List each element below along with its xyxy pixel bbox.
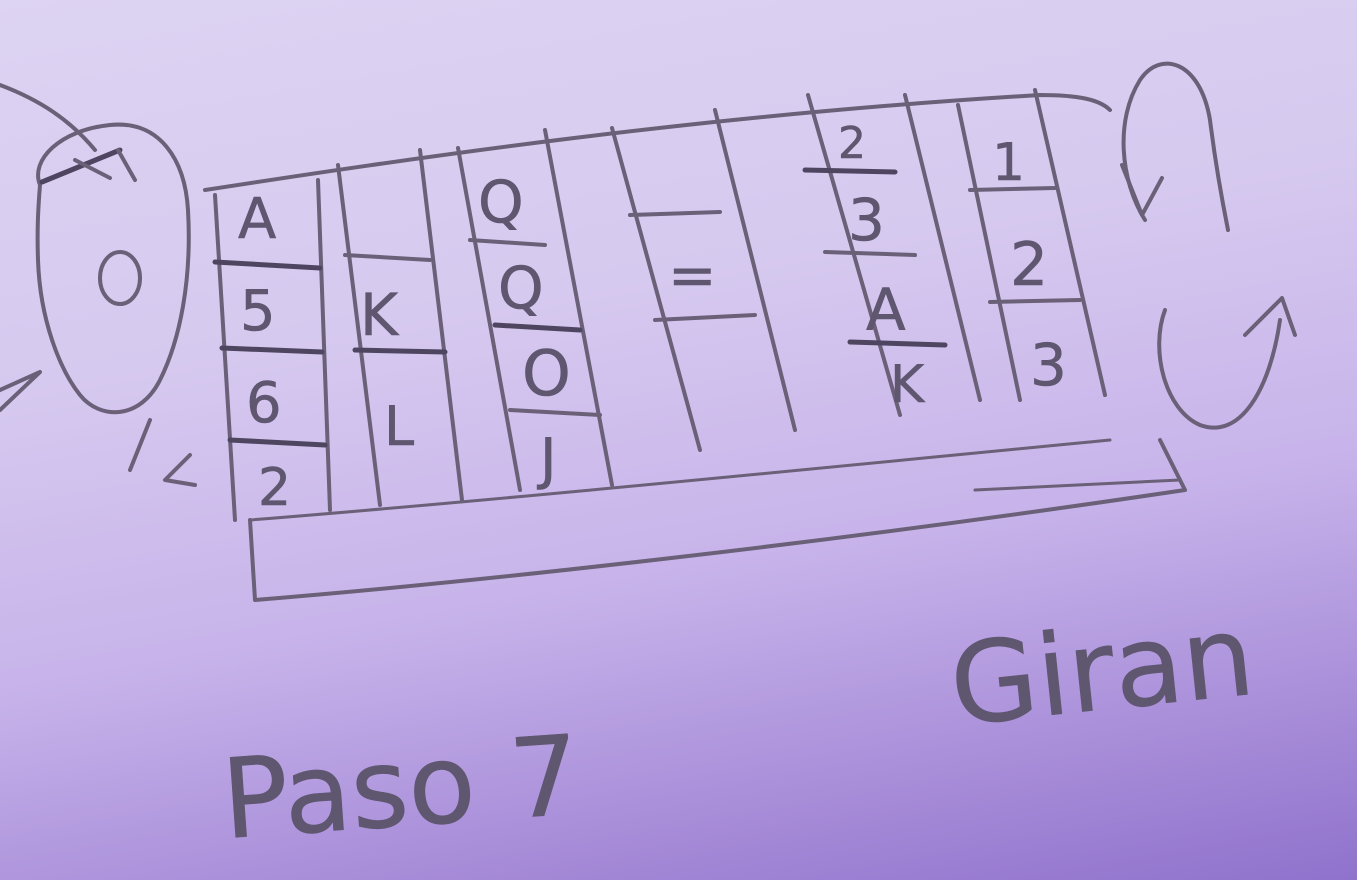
reel-3-symbol: J <box>537 427 557 492</box>
reel-columns <box>215 90 1105 520</box>
reel-3-symbol: Q <box>498 254 544 322</box>
reel-1-symbol: 2 <box>258 458 291 518</box>
step-label: Paso 7 <box>218 711 584 864</box>
reel-5-symbol: A <box>866 276 906 344</box>
reel-1-symbol: 5 <box>240 279 276 344</box>
reel-2-symbol: K <box>360 281 400 349</box>
reel-5: 2 3 A K <box>838 118 926 415</box>
reel-3-symbol: Q <box>478 168 524 236</box>
reel-5-symbol: 2 <box>838 118 866 169</box>
reel-1-symbol: A <box>238 187 276 252</box>
reel-2-symbol: L <box>384 395 414 458</box>
reel-1-symbol: 6 <box>246 371 282 436</box>
reel-5-symbol: 3 <box>848 186 885 254</box>
character-head-icon <box>0 85 195 485</box>
reel-3-symbol: O <box>522 337 571 410</box>
reel-6-symbol: 2 <box>1010 230 1048 300</box>
reel-6-symbol: 3 <box>1030 331 1067 399</box>
spin-arrows-icon <box>1122 64 1295 428</box>
action-label: Giran <box>944 591 1260 752</box>
reel-2: K L <box>360 281 414 458</box>
reel-4-symbol: = <box>668 241 717 309</box>
reel-6-symbol: 1 <box>992 133 1025 193</box>
reel-5-symbol: K <box>890 355 926 415</box>
reel-4: = <box>668 241 717 309</box>
